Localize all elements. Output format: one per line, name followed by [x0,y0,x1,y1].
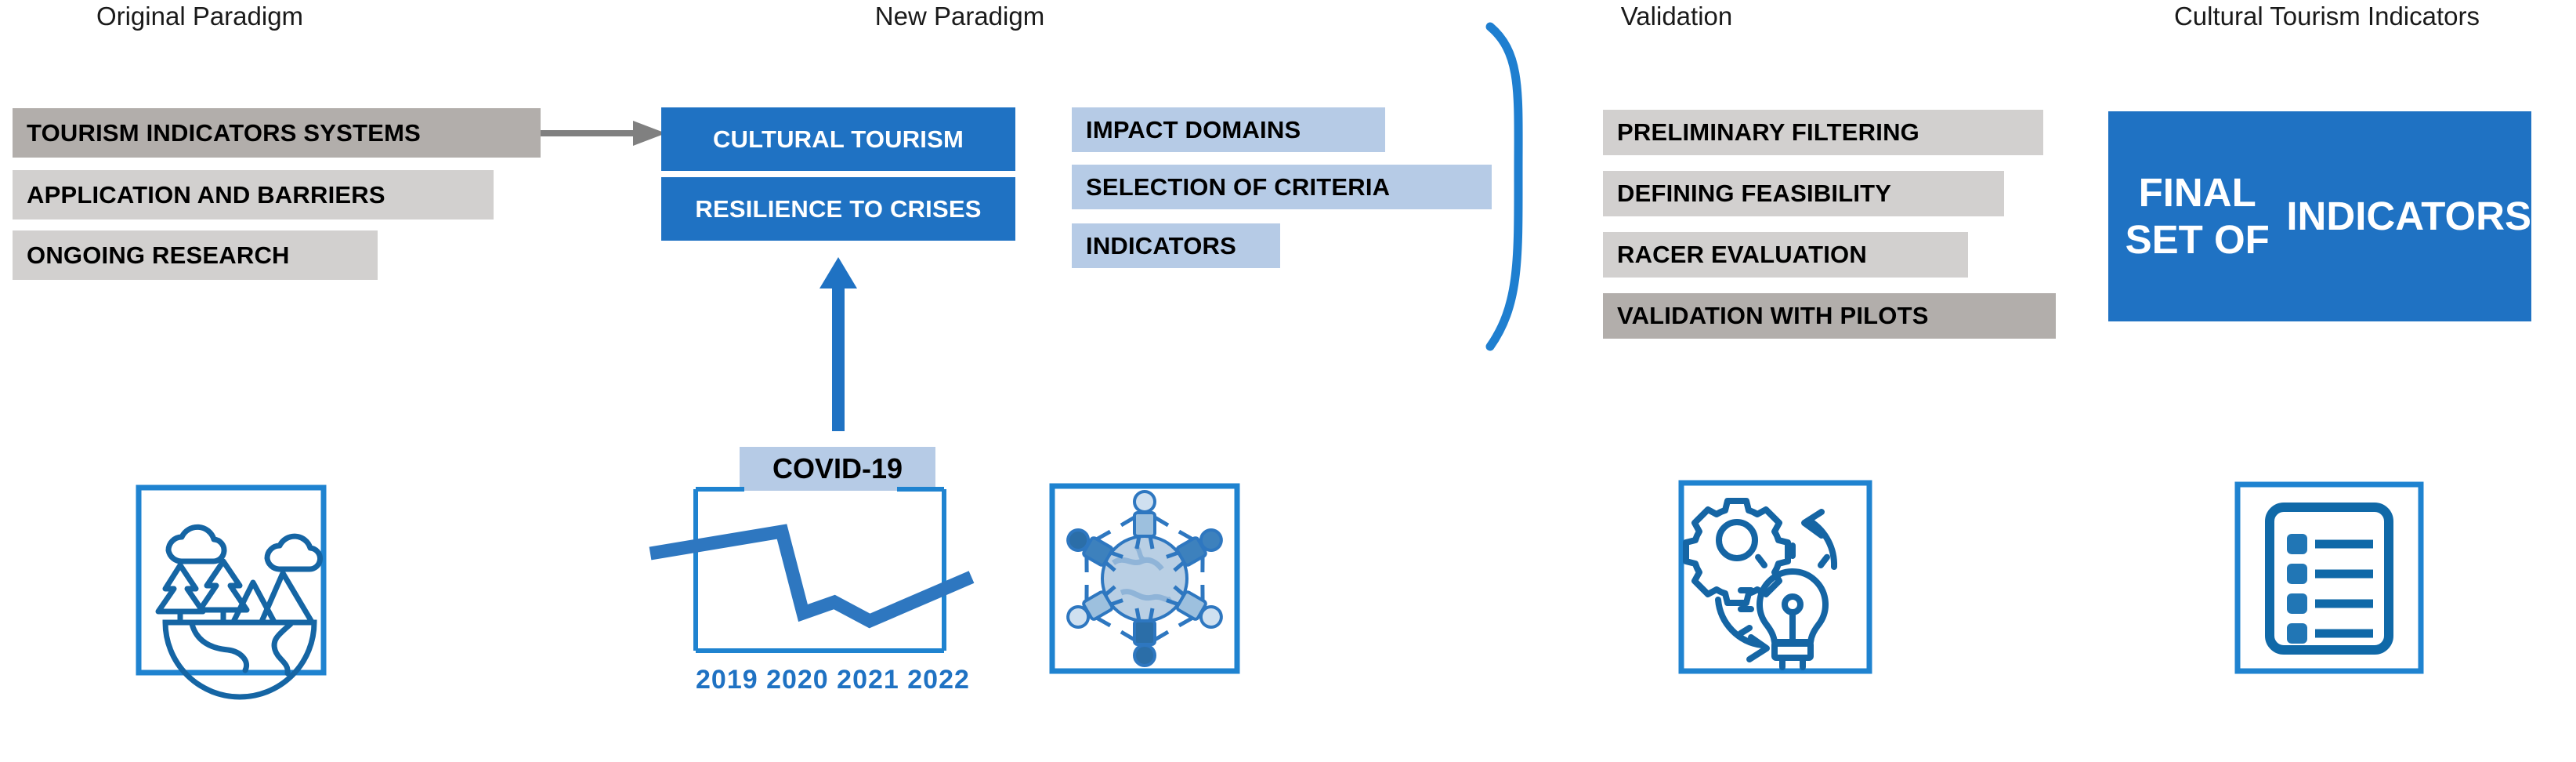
box-validation-with-pilots[interactable]: VALIDATION WITH PILOTS [1603,293,2056,339]
nature-globe-icon [136,484,327,700]
box-impact-domains[interactable]: IMPACT DOMAINS [1072,107,1385,152]
box-application-and-barriers[interactable]: APPLICATION AND BARRIERS [13,170,494,220]
column-title-new-paradigm: New Paradigm [874,2,1045,31]
box-resilience-to-crises[interactable]: RESILIENCE TO CRISES [661,177,1015,241]
arrow-original-to-new [541,119,689,147]
box-cultural-tourism[interactable]: CULTURAL TOURISM [661,107,1015,171]
final-set-line-1: FINAL SET OF [2125,169,2270,262]
gear-lightbulb-icon [1678,480,1872,674]
covid-impact-line-chart [627,467,975,659]
box-ongoing-research[interactable]: ONGOING RESEARCH [13,230,378,280]
final-set-line-2: INDICATORS [2286,193,2531,238]
checklist-document-icon [2234,481,2424,674]
children-globe-icon [1049,483,1240,674]
box-racer-evaluation[interactable]: RACER EVALUATION [1603,232,1968,278]
box-indicators[interactable]: INDICATORS [1072,223,1280,268]
arrow-covid-to-resilience [815,245,862,431]
curly-brace [1457,22,1559,351]
box-tourism-indicators-systems[interactable]: TOURISM INDICATORS SYSTEMS [13,108,541,158]
box-selection-of-criteria[interactable]: SELECTION OF CRITERIA [1072,165,1492,209]
column-title-original-paradigm: Original Paradigm [96,2,304,31]
column-title-validation: Validation [1620,2,1733,31]
chart-x-axis-years: 2019 2020 2021 2022 [696,665,970,695]
box-final-set-of-indicators[interactable]: FINAL SET OF INDICATORS [2108,111,2531,321]
column-title-cultural-tourism-indicators: Cultural Tourism Indicators [2173,2,2480,31]
box-defining-feasibility[interactable]: DEFINING FEASIBILITY [1603,171,2004,216]
covid-19-annotation: COVID-19 [740,447,935,491]
box-preliminary-filtering[interactable]: PRELIMINARY FILTERING [1603,110,2043,155]
